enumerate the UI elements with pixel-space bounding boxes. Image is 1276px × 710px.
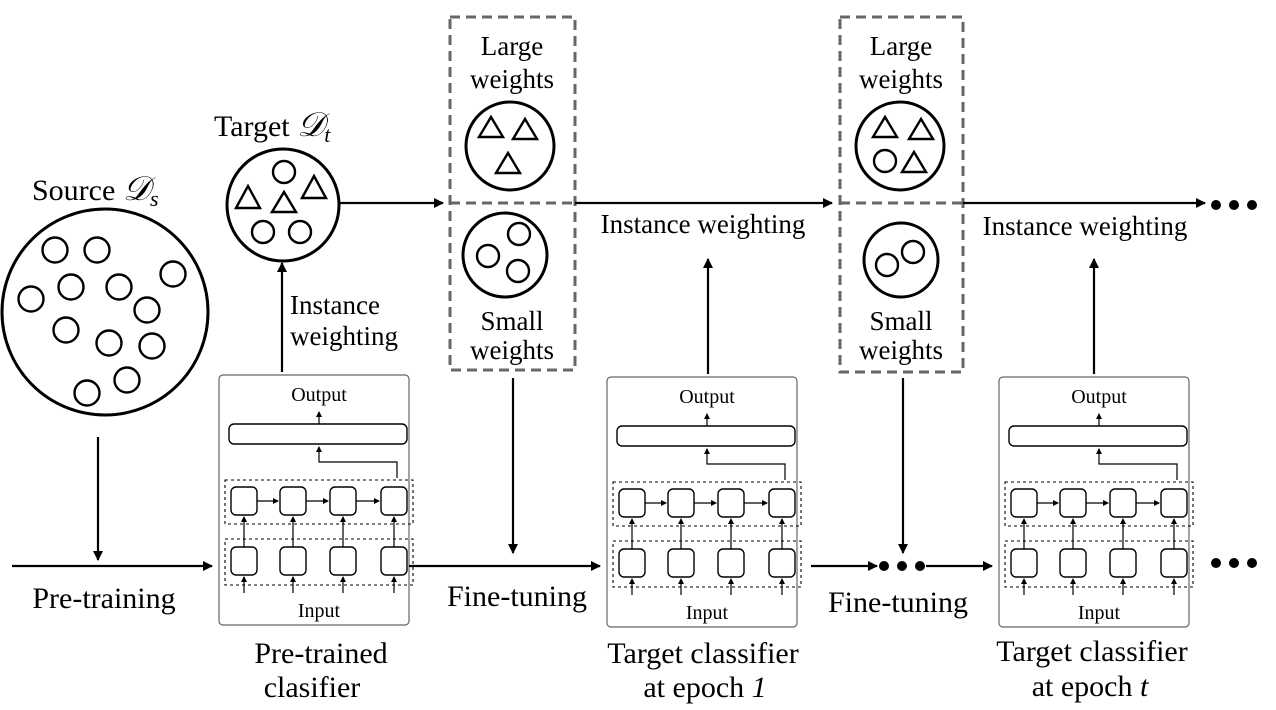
target2-caption-2: at epoch [1032, 670, 1140, 703]
small-weights-label-1b: weights [470, 335, 554, 365]
large-weights-label-2: Large [870, 31, 932, 61]
weights-box-1: Large weights Small weights [448, 15, 577, 372]
source-instances [17, 236, 187, 407]
target-classifier-epoch-t: Output Input [999, 377, 1193, 627]
instance-weighting-label-1: Instance weighting [601, 209, 806, 239]
source-subscript: s [150, 186, 159, 211]
source-label: Source [32, 174, 115, 207]
top-ellipsis [1211, 200, 1257, 210]
pretraining-label: Pre-training [32, 582, 175, 615]
large-weights-label-1b: weights [470, 64, 554, 94]
target-subscript: t [324, 122, 331, 147]
source-dataset: Source 𝒟s [0, 171, 210, 417]
svg-text:at epoch 1: at epoch 1 [643, 671, 766, 704]
svg-text:Source 𝒟s: Source 𝒟s [32, 171, 159, 211]
large-weights-label-2b: weights [859, 64, 943, 94]
bottom-ellipsis [1211, 558, 1257, 568]
instance-weighting-label-v2: weighting [290, 321, 398, 351]
output-label-3: Output [1071, 386, 1127, 408]
middle-ellipsis [879, 561, 925, 571]
input-label-2: Input [686, 602, 729, 624]
small-weights-label-1: Small [480, 306, 543, 336]
target2-caption-1: Target classifier [996, 635, 1187, 668]
small-weights-label-2: Small [869, 306, 932, 336]
large-weights-label-1: Large [481, 31, 543, 61]
weights-box-2: Large weights Small weights [838, 15, 965, 374]
input-label-1: Input [298, 600, 341, 622]
finetuning-label-1: Fine-tuning [447, 580, 587, 613]
pretrained-classifier: Output Input [219, 375, 413, 625]
target1-caption-2: at epoch [643, 671, 751, 704]
pretrained-caption-2: clasifier [264, 671, 361, 704]
output-label-2: Output [679, 386, 735, 408]
small-weights-label-2b: weights [859, 335, 943, 365]
finetuning-label-2: Fine-tuning [828, 586, 968, 619]
target-label: Target [214, 110, 290, 143]
instance-weighting-label-2: Instance weighting [983, 211, 1188, 241]
target1-epoch: 1 [752, 671, 767, 704]
instance-weighting-label-v1: Instance [290, 290, 380, 320]
target-instances [233, 159, 329, 245]
target2-epoch: t [1140, 670, 1149, 703]
target-classifier-epoch-1: Output Input [607, 377, 801, 627]
svg-text:at epoch t: at epoch t [1032, 670, 1149, 703]
input-label-3: Input [1078, 602, 1121, 624]
target-dataset: Target 𝒟t [214, 107, 341, 263]
svg-text:Target 𝒟t: Target 𝒟t [214, 107, 331, 147]
pretrained-caption-1: Pre-trained [254, 637, 387, 670]
target1-caption-1: Target classifier [607, 637, 798, 670]
output-label-1: Output [291, 384, 347, 406]
